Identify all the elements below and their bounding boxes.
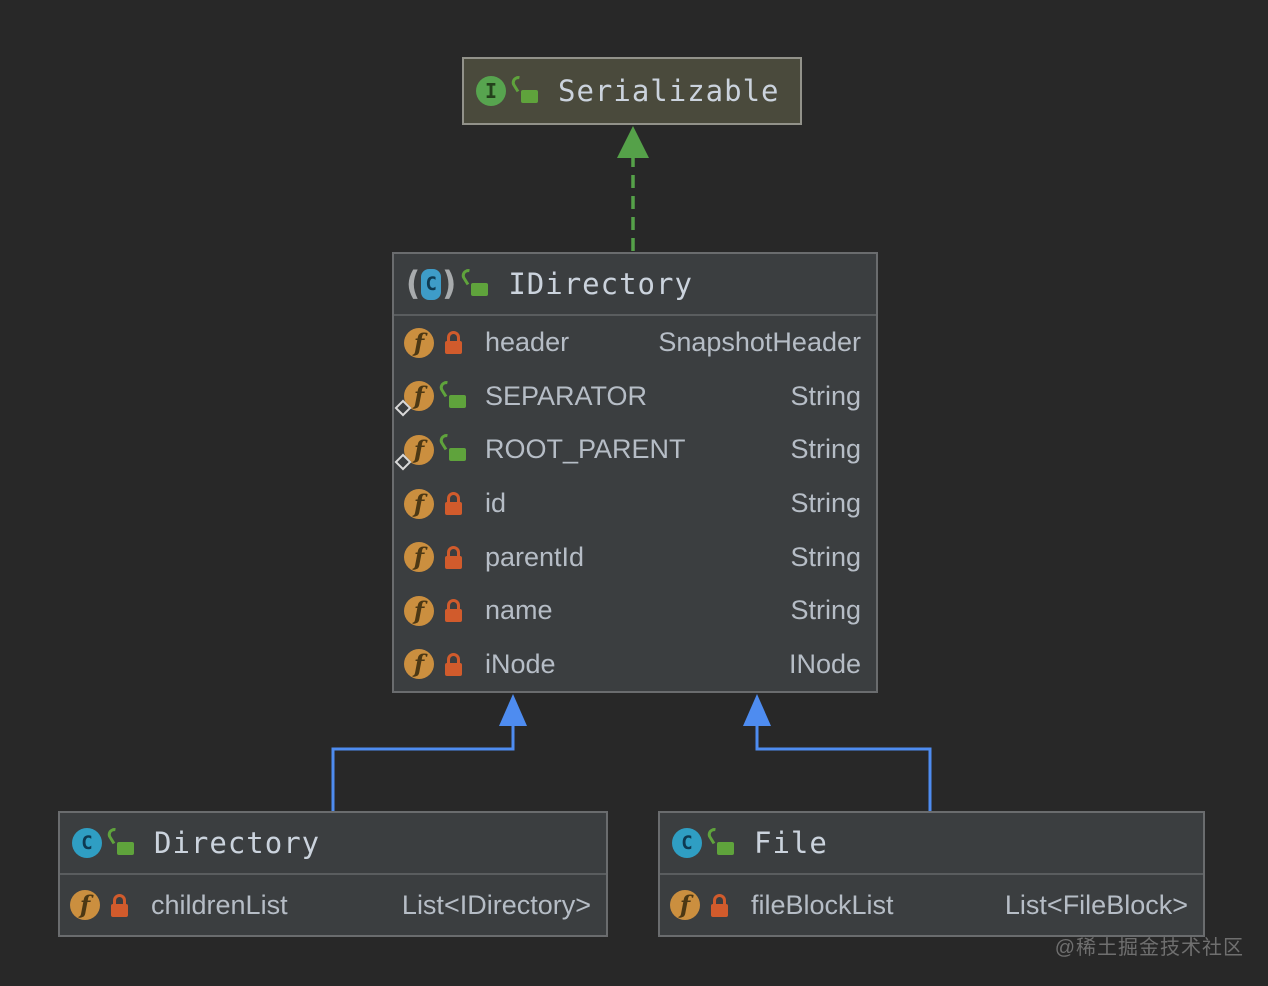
node-serializable[interactable]: I Serializable [462,57,802,125]
field-row-id[interactable]: f id String [394,477,876,531]
class-header: ( C ) IDirectory [394,254,876,314]
field-name: name [485,595,553,626]
field-name: ROOT_PARENT [485,434,686,465]
inheritance-edge-directory-to-idirectory[interactable] [331,694,527,812]
field-row-file-block-list[interactable]: f fileBlockList List<FileBlock> [660,875,1203,935]
realization-arrowhead-icon [617,126,649,158]
fields-compartment: f fileBlockList List<FileBlock> [660,873,1203,935]
node-directory[interactable]: C Directory f childrenList List<IDirecto… [58,811,608,937]
field-row-inode[interactable]: f iNode INode [394,637,876,691]
field-type: INode [788,648,861,679]
static-field-icon: f [394,434,434,471]
field-icon: f [404,327,434,358]
private-lock-icon [709,893,730,918]
inheritance-arrowhead-icon [743,694,771,726]
public-lock-icon [437,378,466,409]
private-lock-icon [443,545,464,570]
static-diamond-icon [394,399,412,417]
field-row-parent-id[interactable]: f parentId String [394,530,876,584]
inheritance-arrowhead-icon [499,694,527,726]
private-lock-icon [443,598,464,623]
inheritance-edge-line [331,723,515,812]
field-name: parentId [485,541,585,572]
field-icon: f [404,595,434,626]
field-row-root-parent[interactable]: f ROOT_PARENT String [394,423,876,477]
class-title: IDirectory [508,267,693,301]
fields-compartment: f header SnapshotHeader f SEPARATOR Stri… [394,314,876,691]
field-name: fileBlockList [751,889,894,920]
static-field-icon: f [394,381,434,417]
private-lock-icon [443,652,464,677]
field-type: String [790,488,861,519]
field-icon: f [404,488,434,519]
field-type: String [790,541,861,572]
field-icon: f [404,542,434,573]
public-lock-icon [437,432,466,462]
class-title: Serializable [558,74,780,108]
class-title: Directory [154,826,321,860]
inheritance-edge-line [755,723,932,812]
private-lock-icon [443,330,464,355]
class-header: I Serializable [464,59,800,123]
fields-compartment: f childrenList List<IDirectory> [60,873,606,935]
public-lock-icon [705,825,734,856]
realization-edge-idirectory-to-serializable[interactable] [617,126,649,251]
public-lock-icon [105,825,134,856]
interface-icon: I [476,76,506,106]
field-type: SnapshotHeader [658,327,861,358]
field-row-name[interactable]: f name String [394,584,876,638]
field-type: String [790,434,861,465]
class-icon: C [72,828,102,858]
watermark: @稀土掘金技术社区 [1054,937,1244,959]
class-header: C File [660,813,1203,873]
field-name: id [485,488,507,519]
field-icon: f [70,890,100,920]
node-idirectory[interactable]: ( C ) IDirectory f header SnapshotHeader… [392,252,878,693]
field-type: String [790,380,861,411]
inheritance-edge-file-to-idirectory[interactable] [743,694,932,812]
field-name: header [485,327,570,358]
private-lock-icon [109,893,130,918]
field-type: List<IDirectory> [401,889,591,920]
field-row-children-list[interactable]: f childrenList List<IDirectory> [60,875,606,935]
static-diamond-icon [394,453,412,471]
field-row-header[interactable]: f header SnapshotHeader [394,316,876,370]
field-icon: f [670,890,700,920]
field-icon: f [404,649,434,680]
field-type: String [790,595,861,626]
field-name: iNode [485,648,556,679]
class-title: File [754,826,828,860]
class-icon: C [672,828,702,858]
field-name: SEPARATOR [485,380,648,411]
private-lock-icon [443,491,464,516]
node-file[interactable]: C File f fileBlockList List<FileBlock> [658,811,1205,937]
public-lock-icon [459,266,489,297]
public-lock-icon [509,73,538,104]
abstract-class-icon: ( C ) [406,265,457,303]
field-name: childrenList [151,889,288,920]
field-type: List<FileBlock> [1004,889,1188,920]
field-row-separator[interactable]: f SEPARATOR String [394,370,876,424]
class-header: C Directory [60,813,606,873]
